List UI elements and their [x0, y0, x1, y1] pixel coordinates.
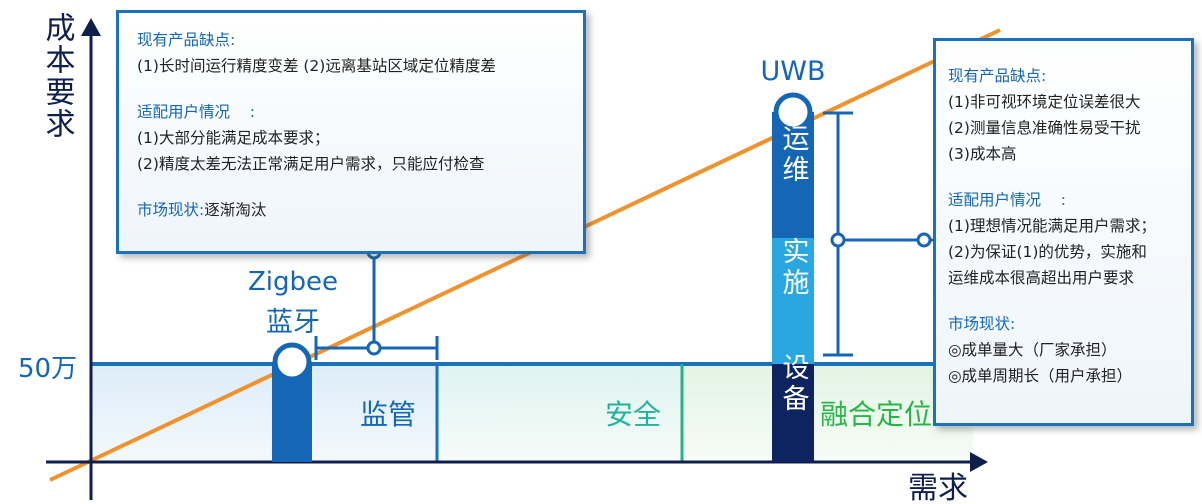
left-defects-title: 现有产品缺点:: [137, 31, 236, 49]
right-defects-title: 现有产品缺点:: [948, 67, 1047, 85]
right-fit-title: 适配用户情况 :: [948, 191, 1066, 209]
uwb-label: UWB: [761, 56, 826, 87]
zigbee-label: Zigbee: [248, 267, 338, 297]
left-market-value: 逐渐淘汰: [204, 201, 267, 219]
left-market-label: 市场现状:: [137, 201, 205, 219]
zone-label-safety: 安全: [605, 398, 661, 431]
left-defect-item: (1)长时间运行精度变差 (2)远离基站区域定位精度差: [137, 57, 496, 75]
right-defect-item: (1)非可视环境定位误差很大: [948, 93, 1141, 111]
uwb-impl-label: 实施: [778, 237, 810, 299]
zigbee-node: [272, 342, 312, 382]
right-market-title: 市场现状:: [948, 315, 1016, 333]
uwb-ops-label: 运维: [778, 124, 810, 186]
uwb-device-label: 设备: [778, 353, 810, 415]
zone-label-fusion: 融合定位: [820, 398, 932, 431]
x-axis-arrow: [970, 452, 988, 472]
right-market-item: ◎成单周期长（用户承担）: [948, 367, 1133, 385]
zigbee-info-box: 现有产品缺点: (1)长时间运行精度变差 (2)远离基站区域定位精度差 适配用户…: [116, 10, 586, 254]
right-defect-item: (2)测量信息准确性易受干扰: [948, 119, 1141, 137]
uwb-info-box: 现有产品缺点: (1)非可视环境定位误差很大 (2)测量信息准确性易受干扰 (3…: [933, 38, 1194, 426]
right-market-item: ◎成单量大（厂家承担）: [948, 341, 1117, 359]
right-fit-item: 运维成本很高超出用户要求: [948, 269, 1135, 287]
uwb-segment-device: [772, 364, 814, 462]
y-axis-label: 成本要求: [40, 12, 75, 140]
right-defect-item: (3)成本高: [948, 145, 1017, 163]
band-safety-area: [437, 363, 681, 462]
left-fit-item: (2)精度太差无法正常满足用户需求，只能应付检查: [137, 155, 485, 173]
cost-trend-line: [49, 28, 1001, 482]
right-fit-item: (1)理想情况能满足用户需求；: [948, 217, 1156, 235]
left-connector-dot-bottom: [366, 340, 382, 356]
zone-label-supervise: 监管: [360, 398, 416, 431]
left-market-row: 市场现状:逐渐淘汰: [137, 197, 573, 223]
y-axis-arrow: [81, 18, 101, 36]
bluetooth-label: 蓝牙: [266, 307, 320, 338]
left-fit-item: (1)大部分能满足成本要求；: [137, 129, 330, 147]
left-fit-title: 适配用户情况 :: [137, 103, 255, 121]
band-fusion-area: [681, 363, 973, 462]
threshold-label: 50万: [18, 354, 77, 384]
right-connector-dot-left: [830, 232, 846, 248]
uwb-segment-ops: [772, 112, 814, 238]
uwb-node: [773, 92, 813, 132]
right-connector-dot-right: [916, 232, 932, 248]
right-fit-item: (2)为保证(1)的优势，实施和: [948, 243, 1147, 261]
x-axis-label: 需求: [908, 471, 968, 504]
uwb-segment-impl: [772, 238, 814, 364]
